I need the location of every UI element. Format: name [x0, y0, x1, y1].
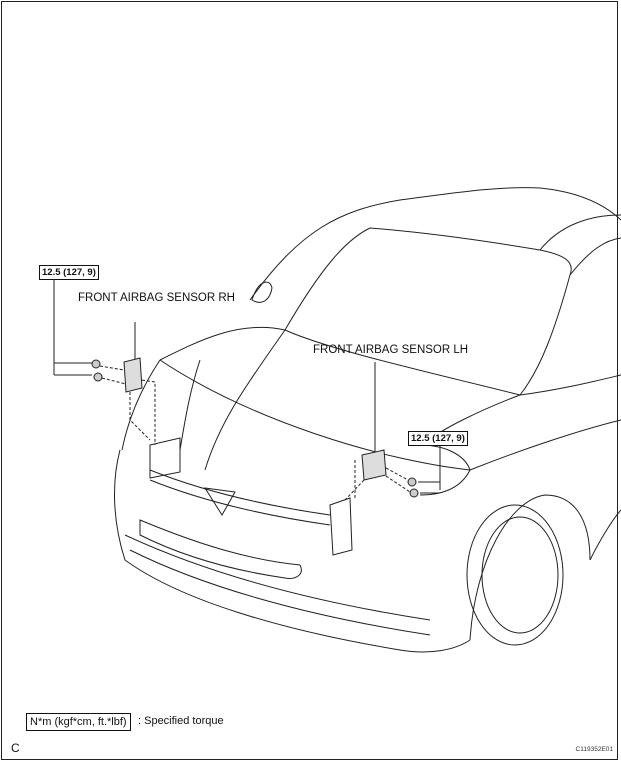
legend-description: : Specified torque: [138, 715, 224, 727]
legend-unit-box: N*m (kgf*cm, ft.*lbf): [26, 713, 131, 731]
torque-spec-rh: 12.5 (127, 9): [39, 265, 99, 280]
bolt-lh-lower: [409, 488, 419, 498]
sensor-lh-label: FRONT AIRBAG SENSOR LH: [313, 344, 469, 356]
bolt-rh-lower: [93, 372, 103, 382]
emblem: [204, 487, 236, 516]
corner-letter: C: [11, 741, 20, 755]
bracket-rh: [149, 437, 181, 479]
a-pillar: [539, 214, 621, 251]
bolt-rh-upper: [91, 359, 101, 369]
hood: [121, 326, 521, 471]
roof-outline: [249, 187, 621, 301]
figure-code: C119352E01: [575, 746, 613, 753]
bracket-lh: [329, 497, 353, 556]
grille: [149, 469, 331, 526]
bolt-lh-upper: [407, 477, 417, 487]
front-fascia: [114, 449, 471, 653]
sensor-rh: [123, 357, 143, 393]
torque-leader-rh: [53, 280, 92, 376]
torque-leader-lh: [418, 446, 441, 494]
sensor-lh: [361, 449, 387, 481]
windshield: [284, 227, 572, 396]
sensor-rh-label: FRONT AIRBAG SENSOR RH: [78, 292, 235, 304]
wheel-arch: [469, 494, 591, 641]
lower-grille: [124, 519, 431, 636]
mirror: [251, 281, 273, 303]
front-wheel: [466, 504, 564, 646]
torque-spec-lh: 12.5 (127, 9): [408, 431, 468, 446]
headlight-lh: [419, 444, 471, 496]
